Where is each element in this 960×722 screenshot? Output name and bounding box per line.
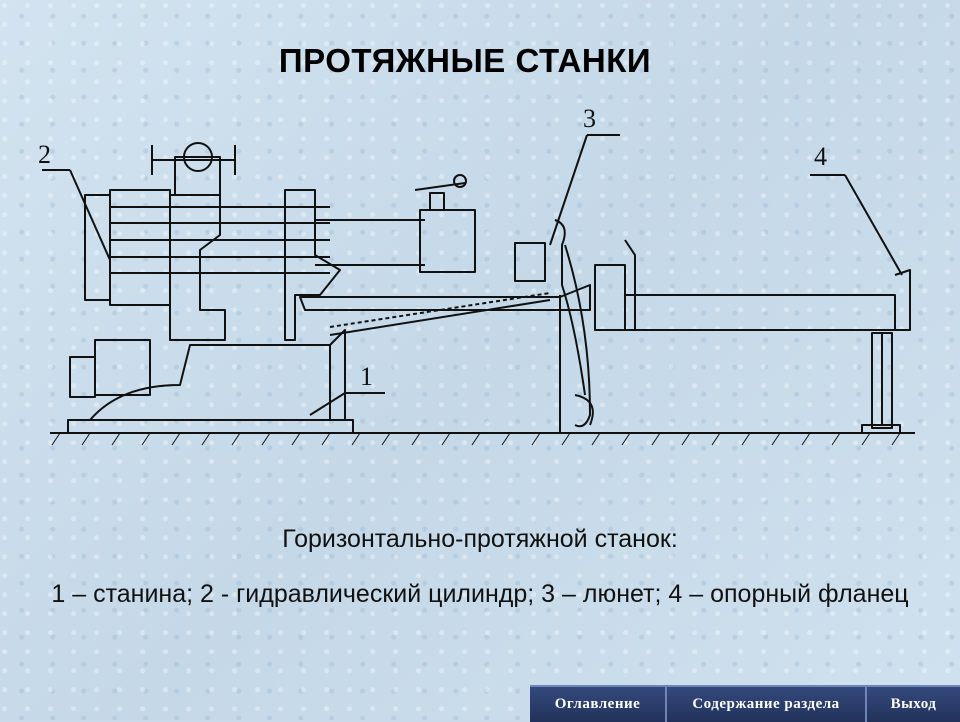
floor [50, 432, 915, 446]
caption-heading: Горизонтально-протяжной станок: [282, 525, 678, 553]
navigation-bar: Оглавление Содержание раздела Выход [530, 685, 960, 722]
machine-schematic: 2 3 4 1 [38, 104, 915, 446]
callout-1: 1 [360, 362, 373, 391]
broaching-machine-drawing: 2 3 4 1 [30, 95, 930, 465]
section-contents-button[interactable]: Содержание раздела [665, 687, 865, 722]
contents-button[interactable]: Оглавление [530, 687, 665, 722]
caption-legend: 1 – станина; 2 - гидравлический цилиндр;… [51, 580, 909, 608]
slide-title: ПРОТЯЖНЫЕ СТАНКИ [278, 42, 652, 79]
callout-4: 4 [814, 142, 827, 171]
callout-2: 2 [38, 140, 51, 169]
exit-button[interactable]: Выход [865, 687, 960, 722]
callout-3: 3 [583, 104, 596, 133]
